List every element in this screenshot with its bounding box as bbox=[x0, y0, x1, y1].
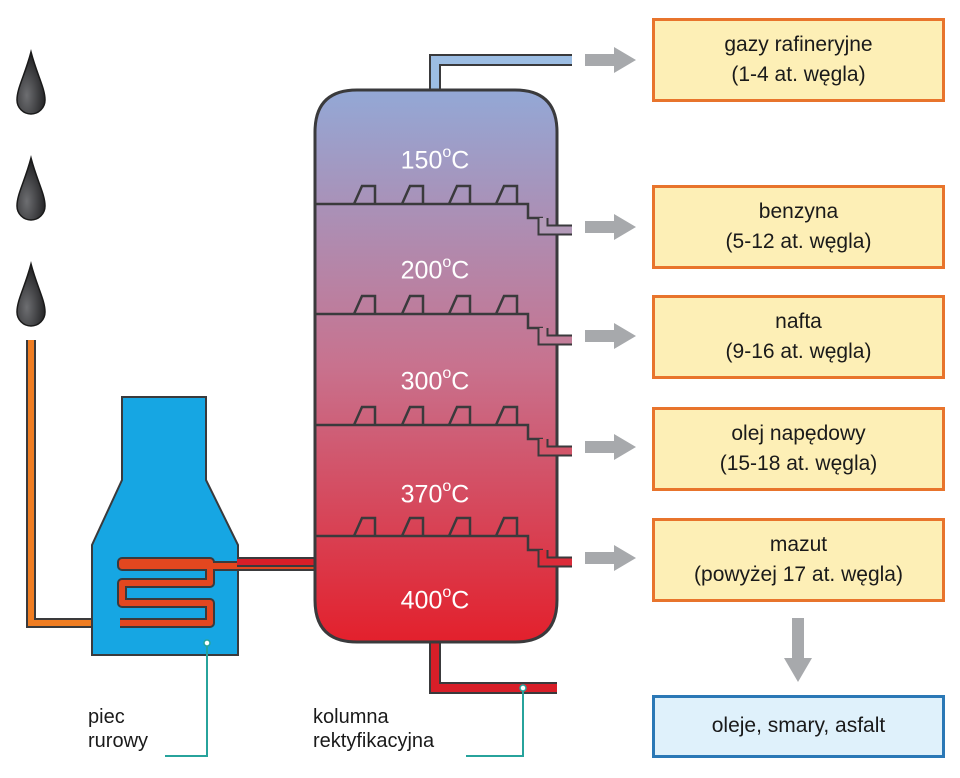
product-box-refinery-gases: gazy rafineryjne (1-4 at. węgla) bbox=[652, 18, 945, 102]
furnace bbox=[91, 396, 239, 656]
draw-off-pipe-1 bbox=[539, 218, 572, 234]
column-label: kolumna rektyfikacyjna bbox=[313, 706, 435, 752]
product-carbon-range: (5-12 at. węgla) bbox=[725, 230, 872, 253]
product-name: mazut bbox=[769, 532, 828, 556]
draw-off-pipe-2 bbox=[539, 328, 572, 344]
residue-box: oleje, smary, asfalt bbox=[652, 695, 945, 758]
product-carbon-range: (1-4 at. węgla) bbox=[731, 63, 866, 86]
distillation-column bbox=[313, 88, 559, 644]
temperature-label-5: 400oC bbox=[400, 584, 470, 615]
temperature-label-3: 300oC bbox=[400, 365, 470, 396]
temperature-label-1: 150oC bbox=[400, 144, 470, 175]
product-name: benzyna bbox=[758, 199, 839, 223]
column-leader-line bbox=[466, 688, 524, 757]
product-carbon-range: (powyżej 17 at. węgla) bbox=[694, 563, 903, 586]
draw-off-pipe-4 bbox=[539, 550, 572, 566]
temperature-label-4: 370oC bbox=[400, 478, 470, 509]
oil-drop-icon bbox=[16, 155, 46, 221]
oil-drop-icon bbox=[16, 261, 46, 327]
tray-3 bbox=[315, 405, 543, 441]
arrow-right-icon bbox=[585, 47, 636, 73]
temperature-label-2: 200oC bbox=[400, 254, 470, 285]
furnace-leader-line bbox=[165, 643, 208, 757]
product-carbon-range: (9-16 at. węgla) bbox=[725, 340, 872, 363]
product-box-diesel: olej napędowy (15-18 at. węgla) bbox=[652, 407, 945, 491]
arrow-right-icon bbox=[585, 434, 636, 460]
product-name: nafta bbox=[775, 309, 822, 333]
arrow-down-icon bbox=[784, 618, 812, 682]
product-carbon-range: (15-18 at. węgla) bbox=[719, 452, 878, 475]
product-box-fuel-oil: mazut (powyżej 17 at. węgla) bbox=[652, 518, 945, 602]
arrow-right-icon bbox=[585, 323, 636, 349]
furnace-label: piec rurowy bbox=[88, 706, 149, 752]
product-name: gazy rafineryjne bbox=[724, 32, 873, 56]
oil-drop-icon bbox=[16, 49, 46, 115]
arrow-right-icon bbox=[585, 545, 636, 571]
tray-4 bbox=[315, 516, 543, 552]
tray-1 bbox=[315, 184, 543, 220]
product-box-kerosene: nafta (9-16 at. węgla) bbox=[652, 295, 945, 379]
arrow-right-icon bbox=[585, 214, 636, 240]
tray-2 bbox=[315, 294, 543, 330]
draw-off-pipe-3 bbox=[539, 439, 572, 455]
product-box-gasoline: benzyna (5-12 at. węgla) bbox=[652, 185, 945, 269]
product-name: olej napędowy bbox=[731, 421, 866, 445]
residue-label: oleje, smary, asfalt bbox=[711, 714, 886, 738]
